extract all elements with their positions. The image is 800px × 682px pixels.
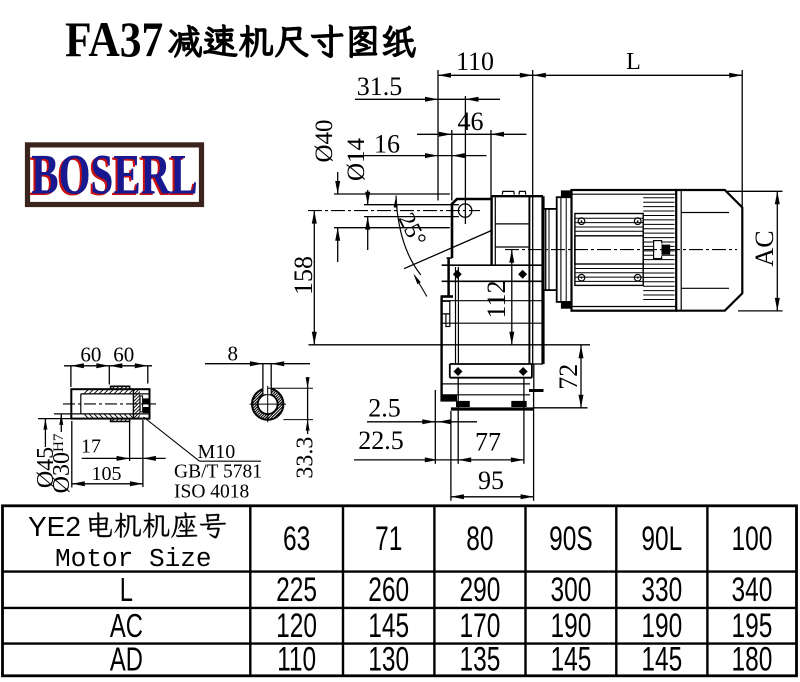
svg-text:158: 158 <box>289 256 318 295</box>
svg-text:25°: 25° <box>393 209 431 251</box>
svg-text:190: 190 <box>550 607 591 645</box>
svg-text:63: 63 <box>283 520 310 558</box>
svg-text:195: 195 <box>731 607 772 645</box>
svg-text:100: 100 <box>731 520 772 558</box>
svg-text:330: 330 <box>641 571 682 609</box>
svg-text:YE2: YE2 <box>28 511 81 542</box>
svg-text:260: 260 <box>368 571 409 609</box>
svg-text:290: 290 <box>459 571 500 609</box>
svg-text:145: 145 <box>641 640 682 678</box>
svg-text:170: 170 <box>459 607 500 645</box>
svg-text:AC: AC <box>750 230 779 266</box>
svg-text:46: 46 <box>458 107 484 136</box>
svg-text:145: 145 <box>550 640 591 678</box>
svg-text:ISO 4018: ISO 4018 <box>174 482 249 503</box>
svg-text:80: 80 <box>466 520 493 558</box>
svg-text:M10: M10 <box>198 441 236 463</box>
svg-text:L: L <box>626 49 641 75</box>
svg-text:BOSERL: BOSERL <box>31 143 197 206</box>
svg-text:90S: 90S <box>549 520 593 558</box>
svg-text:225: 225 <box>276 571 317 609</box>
svg-text:FA37: FA37 <box>65 12 163 67</box>
svg-text:22.5: 22.5 <box>358 426 404 455</box>
svg-text:Ø45: Ø45 <box>33 447 59 488</box>
svg-text:130: 130 <box>368 640 409 678</box>
svg-text:90L: 90L <box>641 520 682 558</box>
svg-text:2.5: 2.5 <box>368 394 401 423</box>
svg-text:110: 110 <box>456 47 494 76</box>
svg-text:300: 300 <box>550 571 591 609</box>
svg-text:95: 95 <box>478 466 504 495</box>
svg-text:BOSERL: BOSERL <box>29 144 195 207</box>
svg-text:GB/T 5781: GB/T 5781 <box>174 462 262 483</box>
svg-text:Ø30H7: Ø30H7 <box>49 433 75 493</box>
svg-text:L: L <box>120 572 133 609</box>
svg-text:60: 60 <box>113 343 134 367</box>
svg-text:AD: AD <box>110 642 143 679</box>
svg-text:8: 8 <box>228 342 239 366</box>
svg-text:AC: AC <box>110 608 143 645</box>
svg-text:180: 180 <box>731 640 772 678</box>
svg-text:340: 340 <box>731 571 772 609</box>
svg-text:33.3: 33.3 <box>293 437 319 479</box>
svg-text:16: 16 <box>374 130 400 159</box>
svg-text:77: 77 <box>475 428 501 457</box>
svg-text:72: 72 <box>554 364 583 390</box>
svg-text:17: 17 <box>81 436 101 458</box>
svg-text:105: 105 <box>92 463 122 485</box>
svg-text:71: 71 <box>375 520 402 558</box>
svg-text:145: 145 <box>368 607 409 645</box>
svg-text:Ø14: Ø14 <box>343 137 370 181</box>
svg-text:190: 190 <box>641 607 682 645</box>
svg-text:60: 60 <box>80 343 101 367</box>
svg-text:Motor Size: Motor Size <box>55 544 212 574</box>
svg-text:135: 135 <box>459 640 500 678</box>
svg-text:120: 120 <box>276 607 317 645</box>
svg-text:112: 112 <box>482 280 511 318</box>
svg-text:31.5: 31.5 <box>357 72 403 101</box>
svg-text:110: 110 <box>277 640 316 678</box>
svg-text:Ø40: Ø40 <box>311 119 338 162</box>
